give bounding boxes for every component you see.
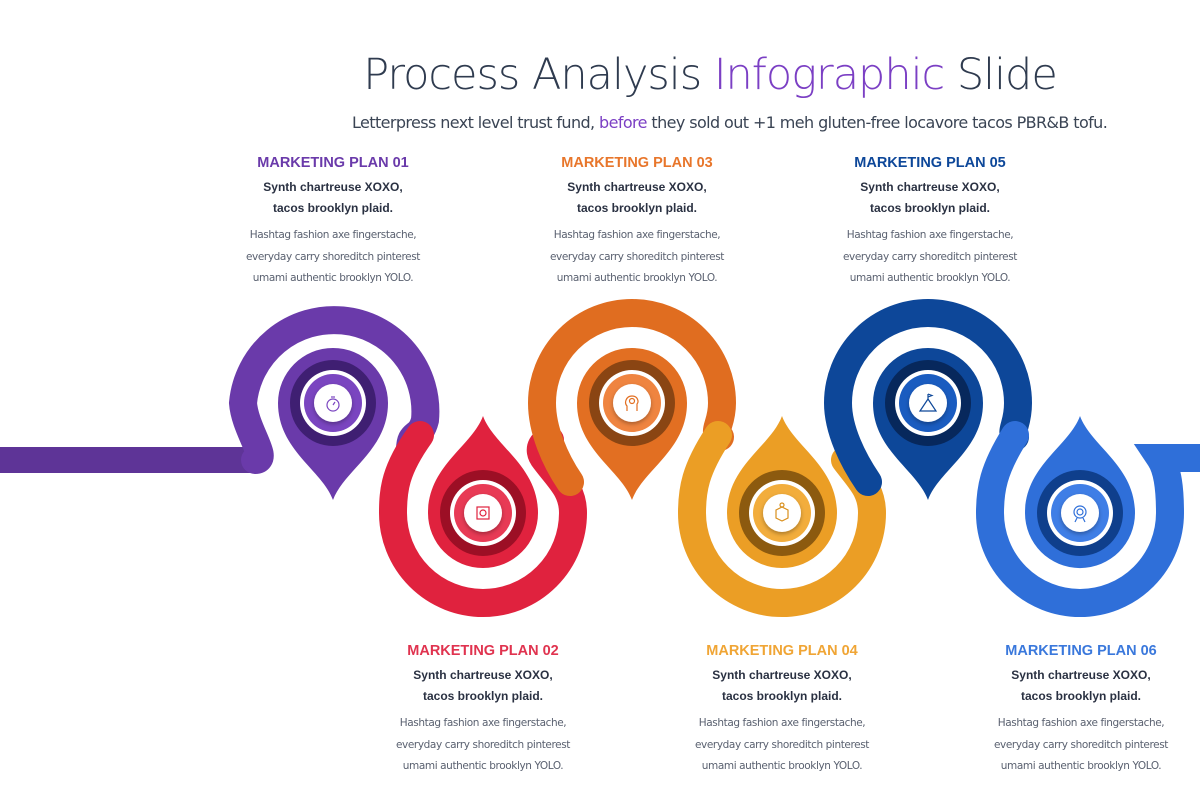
segment-01	[228, 306, 440, 474]
title-part2: Slide	[944, 50, 1058, 100]
title-accent: Infographic	[713, 50, 945, 100]
step-04-description: Hashtag fashion axe fingerstache, everyd…	[694, 717, 870, 772]
step-05-description: Hashtag fashion axe fingerstache, everyd…	[842, 229, 1018, 284]
step-05-subtitle: Synth chartreuse XOXO, tacos brooklyn pl…	[860, 180, 1000, 215]
pin-01	[278, 348, 388, 500]
step-02-description: Hashtag fashion axe fingerstache, everyd…	[395, 717, 571, 772]
pin-02	[428, 416, 538, 569]
box-icon	[775, 502, 789, 522]
step-01-subtitle: Synth chartreuse XOXO, tacos brooklyn pl…	[263, 180, 403, 215]
page-subtitle: Letterpress next level trust fund, befor…	[352, 113, 1108, 132]
segment-04	[677, 421, 887, 617]
step-02-title: MARKETING PLAN 02	[407, 643, 559, 659]
scan-icon	[476, 506, 490, 520]
step-06-title: MARKETING PLAN 06	[1005, 643, 1157, 659]
step-05-text: MARKETING PLAN 05 Synth chartreuse XOXO,…	[820, 155, 1040, 290]
segment-05	[823, 299, 1033, 496]
pin-06	[1025, 416, 1135, 569]
step-01-description: Hashtag fashion axe fingerstache, everyd…	[245, 229, 421, 284]
step-03-text: MARKETING PLAN 03 Synth chartreuse XOXO,…	[527, 155, 747, 290]
stopwatch-icon	[326, 396, 340, 412]
step-04-subtitle: Synth chartreuse XOXO, tacos brooklyn pl…	[712, 668, 852, 703]
target-icon	[1073, 505, 1087, 523]
step-05-title: MARKETING PLAN 05	[854, 155, 1006, 171]
pin-05	[873, 348, 983, 500]
step-03-subtitle: Synth chartreuse XOXO, tacos brooklyn pl…	[567, 180, 707, 215]
step-04-title: MARKETING PLAN 04	[706, 643, 858, 659]
subtitle-accent: before	[599, 113, 648, 132]
step-02-subtitle: Synth chartreuse XOXO, tacos brooklyn pl…	[413, 668, 553, 703]
subtitle-part1: Letterpress next level trust fund,	[352, 113, 600, 132]
subtitle-part2: they sold out +1 meh gluten-free locavor…	[646, 113, 1108, 132]
step-01-text: MARKETING PLAN 01 Synth chartreuse XOXO,…	[223, 155, 443, 290]
mountain-flag-icon	[918, 393, 938, 412]
step-06-text: MARKETING PLAN 06 Synth chartreuse XOXO,…	[971, 643, 1191, 778]
step-03-description: Hashtag fashion axe fingerstache, everyd…	[549, 229, 725, 284]
step-02-text: MARKETING PLAN 02 Synth chartreuse XOXO,…	[373, 643, 593, 778]
step-01-title: MARKETING PLAN 01	[257, 155, 409, 171]
segment-06	[975, 421, 1200, 617]
step-04-text: MARKETING PLAN 04 Synth chartreuse XOXO,…	[672, 643, 892, 778]
page-title: Process Analysis Infographic Slide	[0, 50, 1200, 100]
step-03-title: MARKETING PLAN 03	[561, 155, 713, 171]
head-gear-icon	[625, 395, 639, 411]
step-06-subtitle: Synth chartreuse XOXO, tacos brooklyn pl…	[1011, 668, 1151, 703]
pin-03	[577, 348, 687, 500]
step-06-description: Hashtag fashion axe fingerstache, everyd…	[993, 717, 1169, 772]
title-part1: Process Analysis	[363, 50, 714, 100]
segment-03	[527, 299, 737, 496]
pin-04	[727, 416, 837, 568]
